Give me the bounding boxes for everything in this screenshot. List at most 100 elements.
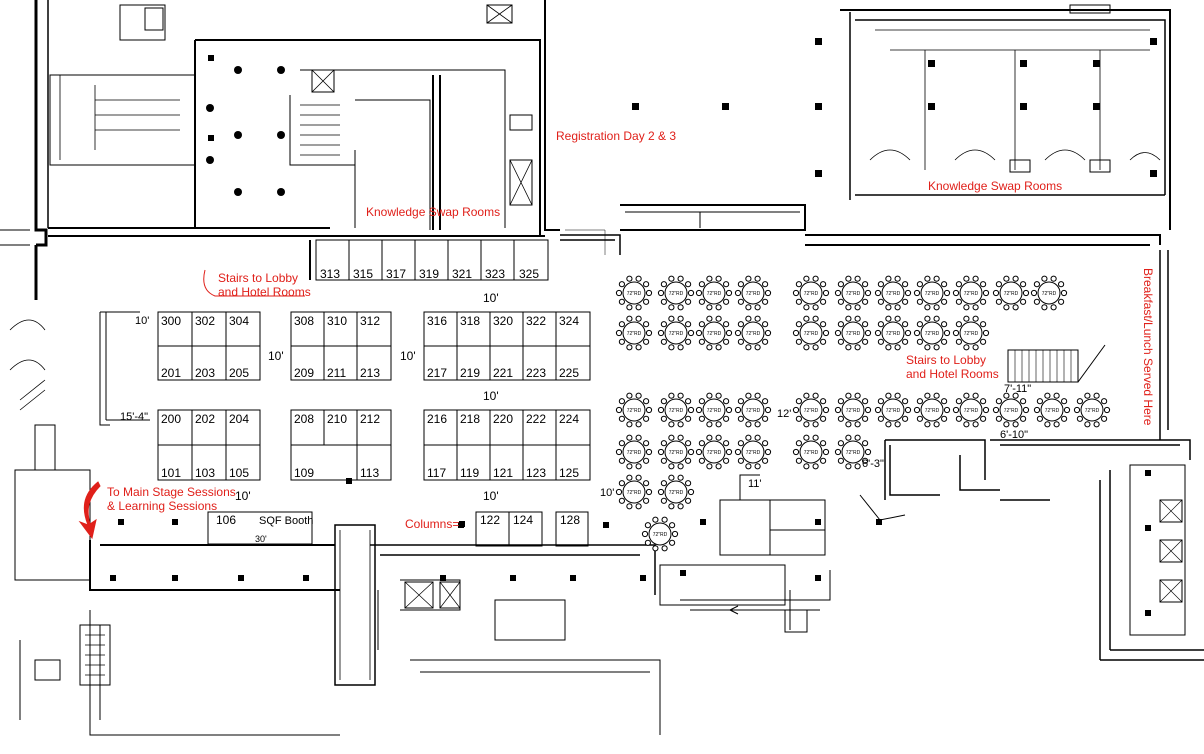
booth-label: 223 xyxy=(526,366,547,380)
dimension-label: 10' xyxy=(600,487,615,499)
table-size-label: 72"RD xyxy=(925,408,940,414)
table-size-label: 72"RD xyxy=(627,331,642,337)
table-size-label: 72"RD xyxy=(804,450,819,456)
dimension-label: 10' xyxy=(235,489,251,503)
booth-label: 222 xyxy=(526,412,547,426)
table-size-label: 72"RD xyxy=(627,490,642,496)
round-table: 72"RD xyxy=(874,392,912,428)
registration-label: Registration Day 2 & 3 xyxy=(556,129,677,143)
breakfast-lunch-label: Breakfast/Lunch Served Here xyxy=(1141,268,1155,426)
stairs-label: and Hotel Rooms xyxy=(906,367,999,381)
round-table: 72"RD xyxy=(734,434,772,470)
column-legend-swatch xyxy=(459,521,465,527)
stairs-label: Stairs to Lobby xyxy=(906,353,987,367)
booth-label: 211 xyxy=(327,366,347,380)
booth-label: 205 xyxy=(229,366,250,380)
table-size-label: 72"RD xyxy=(746,331,761,337)
columns-legend-label: Columns= xyxy=(405,517,460,531)
table-size-label: 72"RD xyxy=(964,408,979,414)
table-size-label: 72"RD xyxy=(886,408,901,414)
round-table: 72"RD xyxy=(615,434,653,470)
round-table: 72"RD xyxy=(615,275,653,311)
round-table: 72"RD xyxy=(657,392,695,428)
booth-label: 202 xyxy=(195,412,216,426)
round-table: 72"RD xyxy=(913,275,951,311)
table-size-label: 72"RD xyxy=(804,408,819,414)
table-size-label: 72"RD xyxy=(1042,291,1057,297)
dimension-label: 10' xyxy=(483,389,499,403)
round-table: 72"RD xyxy=(615,315,653,351)
round-table: 72"RD xyxy=(792,315,830,351)
round-table: 72"RD xyxy=(695,315,733,351)
table-size-label: 72"RD xyxy=(1085,408,1100,414)
sqf-booth-label: SQF Booth xyxy=(259,515,314,527)
round-table: 72"RD xyxy=(913,392,951,428)
round-table: 72"RD xyxy=(1033,392,1071,428)
booth-label: 325 xyxy=(519,267,540,281)
table-size-label: 72"RD xyxy=(804,291,819,297)
round-table: 72"RD xyxy=(792,434,830,470)
booth-label: 203 xyxy=(195,366,216,380)
round-table: 72"RD xyxy=(952,392,990,428)
booth-label: 201 xyxy=(161,366,182,380)
dimension-label: 11' xyxy=(748,478,762,490)
table-size-label: 72"RD xyxy=(669,408,684,414)
table-size-label: 72"RD xyxy=(669,450,684,456)
table-size-label: 72"RD xyxy=(846,291,861,297)
table-size-label: 72"RD xyxy=(707,408,722,414)
dimension-label: 12' xyxy=(777,408,792,420)
booth-label: 122 xyxy=(480,513,501,527)
booth-label: 324 xyxy=(559,314,580,328)
table-size-label: 72"RD xyxy=(746,291,761,297)
table-size-label: 72"RD xyxy=(746,408,761,414)
booth-label: 210 xyxy=(327,412,348,426)
table-size-label: 72"RD xyxy=(846,408,861,414)
booth-label: 313 xyxy=(320,267,341,281)
dimension-label: 10' xyxy=(400,349,416,363)
dimension-label: 10' xyxy=(483,291,499,305)
booth-label: 101 xyxy=(161,466,182,480)
table-size-label: 72"RD xyxy=(846,450,861,456)
booth-label: 119 xyxy=(460,466,480,480)
dimension-label: 15'-4" xyxy=(120,411,149,423)
table-size-label: 72"RD xyxy=(653,532,668,538)
table-size-label: 72"RD xyxy=(964,331,979,337)
booth-label: 221 xyxy=(493,366,514,380)
round-table: 72"RD xyxy=(641,516,679,552)
table-size-label: 72"RD xyxy=(669,490,684,496)
round-table: 72"RD xyxy=(657,275,695,311)
round-table: 72"RD xyxy=(952,315,990,351)
dimension-label: 6'-10" xyxy=(1000,429,1029,441)
booth-label: 225 xyxy=(559,366,580,380)
booth-label: 217 xyxy=(427,366,448,380)
booth-label: 219 xyxy=(460,366,481,380)
booth-label: 310 xyxy=(327,314,348,328)
table-size-label: 72"RD xyxy=(886,291,901,297)
table-size-label: 72"RD xyxy=(627,291,642,297)
round-table: 72"RD xyxy=(1073,392,1111,428)
table-size-label: 72"RD xyxy=(886,331,901,337)
booth-label: 213 xyxy=(360,366,381,380)
booth-label: 106 xyxy=(216,513,237,527)
table-size-label: 72"RD xyxy=(707,331,722,337)
stairs-label: and Hotel Rooms xyxy=(218,285,311,299)
arrow-icon xyxy=(78,481,101,540)
booth-label: 220 xyxy=(493,412,514,426)
booth-label: 318 xyxy=(460,314,481,328)
booth-label: 322 xyxy=(526,314,547,328)
knowledge-swap-label: Knowledge Swap Rooms xyxy=(928,179,1063,193)
booth-label: 302 xyxy=(195,314,216,328)
round-table: 72"RD xyxy=(992,275,1030,311)
booth-label: 317 xyxy=(386,267,407,281)
knowledge-swap-label: Knowledge Swap Rooms xyxy=(366,205,501,219)
round-table: 72"RD xyxy=(834,275,872,311)
booth-label: 125 xyxy=(559,466,580,480)
main-stage-label: & Learning Sessions xyxy=(107,499,218,513)
booth-label: 300 xyxy=(161,314,182,328)
booth-label: 212 xyxy=(360,412,381,426)
table-size-label: 72"RD xyxy=(846,331,861,337)
table-size-label: 72"RD xyxy=(627,408,642,414)
dimension-label: 7'-11" xyxy=(1004,383,1032,395)
table-size-label: 72"RD xyxy=(1045,408,1060,414)
booth-label: 216 xyxy=(427,412,448,426)
